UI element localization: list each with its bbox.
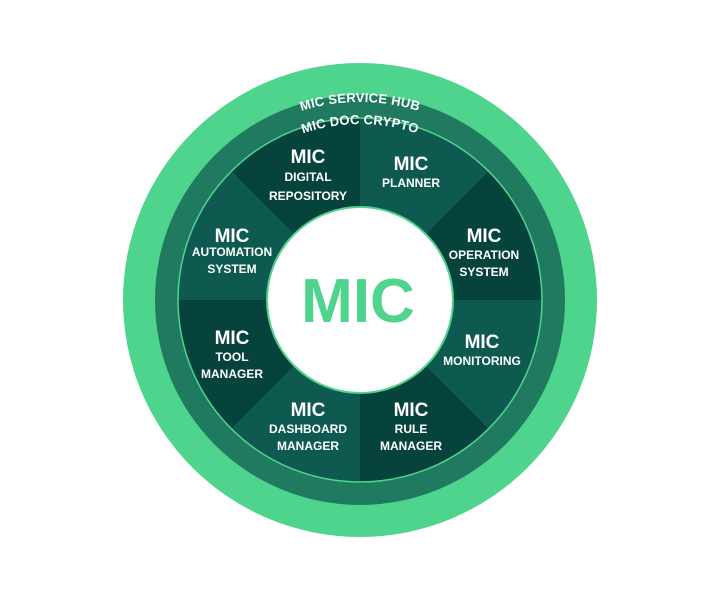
svg-text:AUTOMATION: AUTOMATION <box>192 245 272 259</box>
label-dashboard-manager: MIC DASHBOARD MANAGER <box>269 400 347 453</box>
segment-border-line <box>177 117 543 483</box>
svg-text:MIC: MIC <box>215 328 250 349</box>
label-operation-system: MIC OPERATION SYSTEM <box>449 226 519 279</box>
svg-text:SYSTEM: SYSTEM <box>207 262 256 276</box>
svg-text:DIGITAL: DIGITAL <box>284 170 331 184</box>
svg-text:MANAGER: MANAGER <box>277 439 339 453</box>
svg-text:RULE: RULE <box>395 422 428 436</box>
svg-text:MANAGER: MANAGER <box>380 439 442 453</box>
svg-text:MIC: MIC <box>394 400 429 421</box>
label-automation-system: MIC AUTOMATION SYSTEM <box>192 226 272 276</box>
svg-text:MIC: MIC <box>215 226 250 247</box>
svg-text:MIC: MIC <box>465 332 500 353</box>
svg-text:REPOSITORY: REPOSITORY <box>269 189 347 203</box>
svg-text:MIC: MIC <box>467 226 502 247</box>
svg-text:TOOL: TOOL <box>215 350 248 364</box>
center-label: MIC <box>301 267 415 336</box>
svg-text:MIC: MIC <box>291 147 326 168</box>
svg-text:MANAGER: MANAGER <box>201 367 263 381</box>
svg-text:DASHBOARD: DASHBOARD <box>269 422 347 436</box>
label-planner: MIC PLANNER <box>382 154 440 190</box>
svg-text:OPERATION: OPERATION <box>449 248 519 262</box>
label-tool-manager: MIC TOOL MANAGER <box>201 328 263 381</box>
label-digital-repository: MIC DIGITAL REPOSITORY <box>269 147 347 203</box>
svg-text:MIC: MIC <box>291 400 326 421</box>
label-monitoring: MIC MONITORING <box>443 332 521 368</box>
center-circle <box>266 206 454 394</box>
svg-text:SYSTEM: SYSTEM <box>459 265 508 279</box>
svg-text:PLANNER: PLANNER <box>382 176 440 190</box>
svg-text:MONITORING: MONITORING <box>443 354 521 368</box>
label-rule-manager: MIC RULE MANAGER <box>380 400 442 453</box>
svg-text:MIC: MIC <box>394 154 429 175</box>
